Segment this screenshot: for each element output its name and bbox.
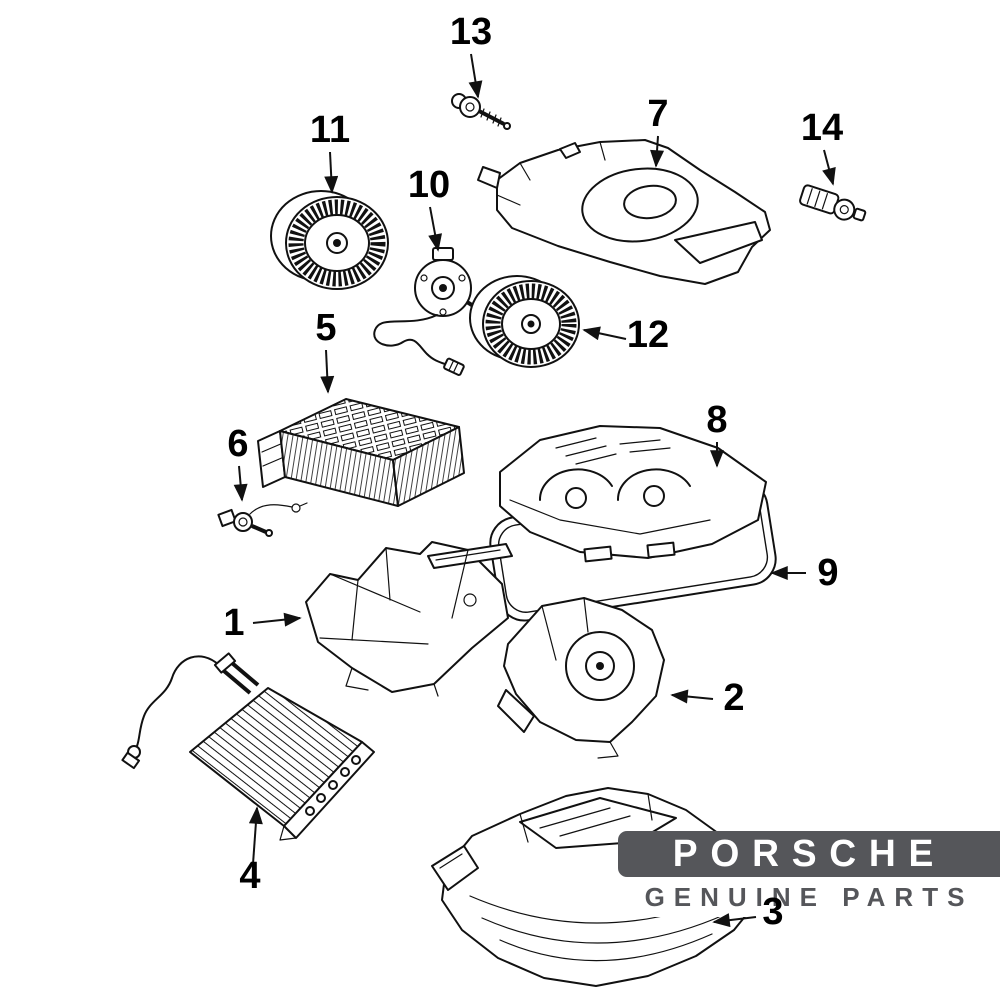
- part-14-resistor: [799, 184, 867, 222]
- part-11-blower-wheel: [270, 190, 389, 290]
- part-6-expansion-valve: [217, 502, 308, 537]
- porsche-logo-bar: PORSCHE: [618, 831, 1000, 877]
- part-7-blower-housing: [477, 139, 771, 285]
- genuine-parts-label: GENUINE PARTS: [618, 877, 1000, 917]
- part-4-heater-core: [121, 652, 375, 841]
- part-5-evaporator-core: [257, 398, 465, 507]
- part-12-blower-wheel: [469, 275, 580, 368]
- porsche-genuine-parts-banner: PORSCHE GENUINE PARTS: [618, 831, 1000, 917]
- part-8-upper-case: [499, 425, 767, 563]
- part-13-sensor: [451, 93, 511, 130]
- part-1-heater-case: [305, 541, 513, 697]
- part-2-case-half: [497, 597, 665, 759]
- porsche-wordmark: PORSCHE: [672, 832, 946, 875]
